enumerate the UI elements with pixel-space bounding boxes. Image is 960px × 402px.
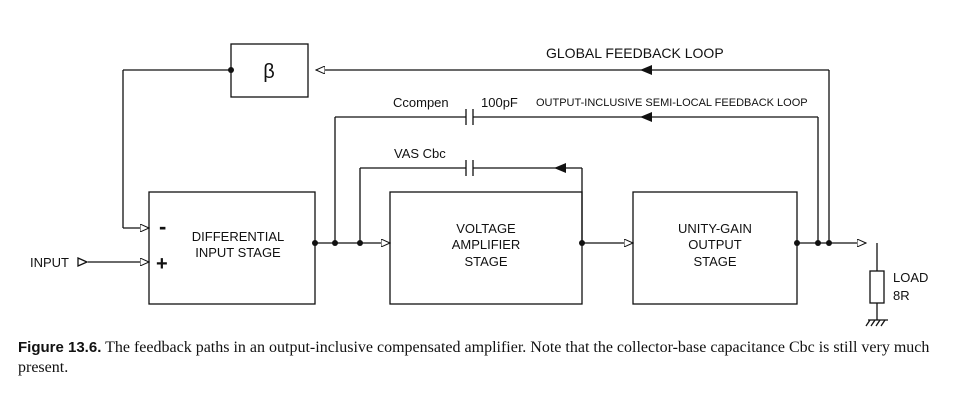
vas-cbc-arrow: [554, 163, 566, 173]
load-label: LOAD: [893, 270, 928, 285]
caption-text: The feedback paths in an output-inclusiv…: [18, 339, 930, 376]
output-stage-line-2: OUTPUT: [688, 237, 742, 252]
global-feedback-label: GLOBAL FEEDBACK LOOP: [546, 45, 724, 61]
beta-label: β: [263, 61, 275, 83]
semi-local-arrow: [640, 112, 652, 122]
inverting-input-sign: -: [159, 214, 166, 239]
junction-dot: [826, 240, 832, 246]
vas-stage-line-3: STAGE: [464, 254, 507, 269]
output-stage-line-1: UNITY-GAIN: [678, 221, 752, 236]
differential-input-stage-block: [148, 191, 316, 305]
voltage-amplifier-stage-block: [389, 191, 583, 305]
input-label: INPUT: [30, 255, 69, 270]
ccompen-value: 100pF: [481, 95, 518, 110]
junction-dot: [332, 240, 338, 246]
non-inverting-input-sign: +: [156, 253, 168, 275]
feedback-block-diagram: β GLOBAL FEEDBACK LOOP OUTPUT-INCLUSIVE …: [30, 43, 928, 327]
diff-stage-line-2: INPUT STAGE: [195, 245, 281, 260]
semi-local-feedback-label: OUTPUT-INCLUSIVE SEMI-LOCAL FEEDBACK LOO…: [536, 97, 808, 109]
junction-dot: [228, 67, 234, 73]
load-value: 8R: [893, 288, 910, 303]
junction-dot: [312, 240, 318, 246]
diff-stage-line-1: DIFFERENTIAL: [192, 229, 284, 244]
junction-dot: [579, 240, 585, 246]
load-resistor: [869, 270, 885, 304]
global-feedback-arrow: [640, 65, 652, 75]
output-stage-line-3: STAGE: [693, 254, 736, 269]
vas-stage-line-2: AMPLIFIER: [452, 237, 521, 252]
figure-number: Figure 13.6.: [18, 339, 102, 356]
input-port-arrow: [77, 256, 89, 268]
vas-stage-line-1: VOLTAGE: [456, 221, 516, 236]
ground-hatch: [865, 319, 886, 327]
vas-cbc-label: VAS Cbc: [394, 146, 446, 161]
junction-dot: [794, 240, 800, 246]
ccompen-label: Ccompen: [393, 95, 449, 110]
figure-caption: Figure 13.6. The feedback paths in an ou…: [18, 338, 948, 378]
junction-dot: [815, 240, 821, 246]
output-stage-block: [632, 191, 798, 305]
junction-dot: [357, 240, 363, 246]
